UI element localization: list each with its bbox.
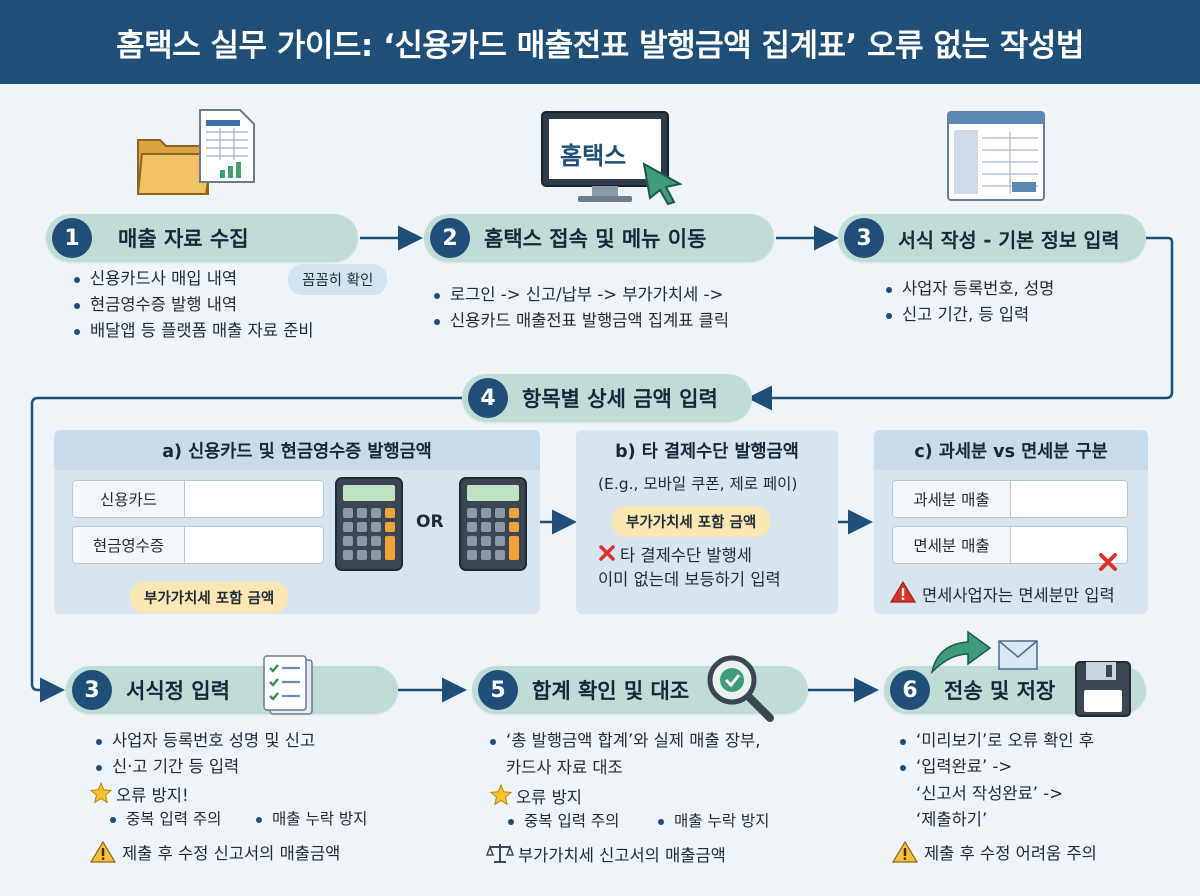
step-1-list: 신용카드사 매입 내역 현금영수증 발행 내역 배달앱 등 플랫폼 매출 자료 …: [72, 266, 314, 344]
panel-a-title: a) 신용카드 및 현금영수증 발행금액: [54, 430, 540, 470]
send-arrow-icon: [930, 630, 992, 674]
step-6-warning: 제출 후 수정 어려움 주의: [924, 844, 1097, 863]
spreadsheet-icon: [199, 109, 255, 183]
taxable-sales-label: 과세분 매출: [893, 481, 1011, 517]
step-5-list: ‘총 발행금액 합계’와 실제 매출 장부,: [488, 728, 760, 754]
step-1-label: 매출 자료 수집: [118, 227, 249, 251]
step-2-pill: 2 홈택스 접속 및 메뉴 이동: [424, 214, 774, 262]
cross-icon: [1099, 553, 1117, 571]
list-item: 현금영수증 발행 내역: [72, 292, 314, 318]
step-6-list: ‘미리보기’로 오류 확인 후 ‘입력완료’ ->: [898, 728, 1094, 780]
envelope-icon: [998, 640, 1038, 670]
step-6-label: 전송 및 저장: [944, 679, 1056, 703]
list-item: 신고 기간, 등 입력: [884, 302, 1054, 328]
list-item: 신·고 기간 등 입력: [94, 754, 315, 780]
cursor-icon: [642, 162, 683, 206]
error-prevention-heading: 오류 방지: [516, 788, 582, 807]
list-item: 매출 누락 방지: [254, 806, 367, 832]
step-3-number: 3: [844, 218, 884, 258]
warning-icon: [892, 840, 918, 863]
error-prevention-sub-2: 매출 누락 방지: [656, 808, 769, 834]
step-5-warning: 부가가치세 신고서의 매출금액: [518, 846, 726, 865]
tax-exempt-sales-field[interactable]: 면세분 매출: [892, 526, 1128, 564]
step-4-pill: 4 항목별 상세 금액 입력: [462, 374, 752, 422]
step-3b-list: 사업자 등록번호 성명 및 신고 신·고 기간 등 입력: [94, 728, 315, 780]
checklist-icon: [263, 655, 313, 715]
floppy-disk-icon: [1075, 661, 1131, 717]
form-icon: [947, 111, 1045, 201]
list-item: ‘총 발행금액 합계’와 실제 매출 장부,: [488, 728, 760, 754]
step-3b-pill: 3 서식정 입력: [66, 666, 398, 714]
cash-receipt-field[interactable]: 현금영수증: [72, 526, 324, 564]
warning-icon: [890, 580, 916, 603]
step-2-list: 로그인 -> 신고/납부 -> 부가가치세 -> 신용카드 매출전표 발행금액 …: [432, 282, 729, 334]
check-carefully-tag: 꼼꼼히 확인: [288, 264, 388, 295]
panel-c: c) 과세분 vs 면세분 구분: [874, 430, 1148, 614]
taxable-sales-field[interactable]: 과세분 매출: [892, 480, 1128, 518]
panel-c-title: c) 과세분 vs 면세분 구분: [874, 430, 1148, 470]
step-2-number: 2: [430, 218, 470, 258]
error-prevention-sub-1: 중복 입력 주의: [108, 806, 221, 832]
step-3b-number: 3: [72, 670, 112, 710]
list-item: 배달앱 등 플랫폼 매출 자료 준비: [72, 318, 314, 344]
list-item: 신용카드 매출전표 발행금액 집계표 클릭: [432, 308, 729, 334]
step-2-label: 홈택스 접속 및 메뉴 이동: [484, 227, 707, 251]
credit-card-field[interactable]: 신용카드: [72, 480, 324, 518]
step-6-continuation-1: ‘신고서 작성완료’ ->: [916, 784, 1064, 803]
cross-icon: [599, 545, 615, 561]
list-item: 사업자 등록번호 성명 및 신고: [94, 728, 315, 754]
calculator-icon: [335, 477, 403, 571]
cash-receipt-label: 현금영수증: [73, 527, 185, 563]
step-3-pill: 3 서식 작성 - 기본 정보 입력: [838, 214, 1146, 262]
step-5-label: 합계 확인 및 대조: [532, 679, 690, 703]
error-prevention-sub-1: 중복 입력 주의: [506, 808, 619, 834]
list-item: 중복 입력 주의: [108, 806, 221, 832]
panel-b-subtitle: (E.g., 모바일 쿠폰, 제로 페이): [598, 475, 798, 493]
monitor-screen-text: 홈택스: [560, 142, 627, 170]
step-4-label: 항목별 상세 금액 입력: [522, 387, 718, 411]
list-item: 중복 입력 주의: [506, 808, 619, 834]
list-item: 신용카드사 매입 내역: [72, 266, 314, 292]
step-3b-label: 서식정 입력: [126, 679, 230, 703]
error-prevention-heading: 오류 방지!: [116, 786, 189, 805]
step-5-number: 5: [478, 670, 518, 710]
list-item: 매출 누락 방지: [656, 808, 769, 834]
tax-exempt-sales-label: 면세분 매출: [893, 527, 1011, 563]
step-1-number: 1: [52, 218, 92, 258]
vat-included-note: 부가가치세 포함 금액: [612, 506, 771, 537]
magnifier-check-icon: [707, 655, 774, 722]
monitor-icon: [541, 111, 669, 202]
warning-icon: [90, 840, 116, 863]
star-icon: [90, 782, 112, 804]
list-item: ‘입력완료’ ->: [898, 754, 1094, 780]
step-5-list-continuation: 카드사 자료 대조: [506, 758, 623, 777]
calculator-icon: [459, 477, 527, 571]
step-3b-warning: 제출 후 수정 신고서의 매출금액: [122, 844, 341, 863]
page-title: 홈택스 실무 가이드: ‘신용카드 매출전표 발행금액 집계표’ 오류 없는 작…: [0, 0, 1200, 84]
step-6-continuation-2: ‘제출하기’: [916, 810, 988, 829]
list-item: ‘미리보기’로 오류 확인 후: [898, 728, 1094, 754]
list-item: 사업자 등록번호, 성명: [884, 276, 1054, 302]
step-1-pill: 1 매출 자료 수집: [46, 214, 358, 262]
panel-c-warning: 면세사업자는 면세분만 입력: [922, 586, 1115, 605]
panel-b-warning-line-1: 타 결제수단 발행세: [620, 546, 752, 565]
list-item: 로그인 -> 신고/납부 -> 부가가치세 ->: [432, 282, 729, 308]
error-prevention-sub-2: 매출 누락 방지: [254, 806, 367, 832]
or-label: OR: [416, 512, 444, 532]
step-3-list: 사업자 등록번호, 성명 신고 기간, 등 입력: [884, 276, 1054, 328]
scale-icon: [486, 844, 514, 863]
star-icon: [490, 784, 512, 806]
panel-b-title: b) 타 결제수단 발행금액: [615, 441, 799, 462]
panel-b-warning-line-2: 이미 없는데 보등하기 입력: [598, 570, 781, 589]
vat-included-note: 부가가치세 포함 금액: [130, 582, 289, 613]
step-4-number: 4: [468, 378, 508, 418]
step-3-label: 서식 작성 - 기본 정보 입력: [898, 228, 1120, 252]
step-6-number: 6: [890, 670, 930, 710]
credit-card-label: 신용카드: [73, 481, 185, 517]
